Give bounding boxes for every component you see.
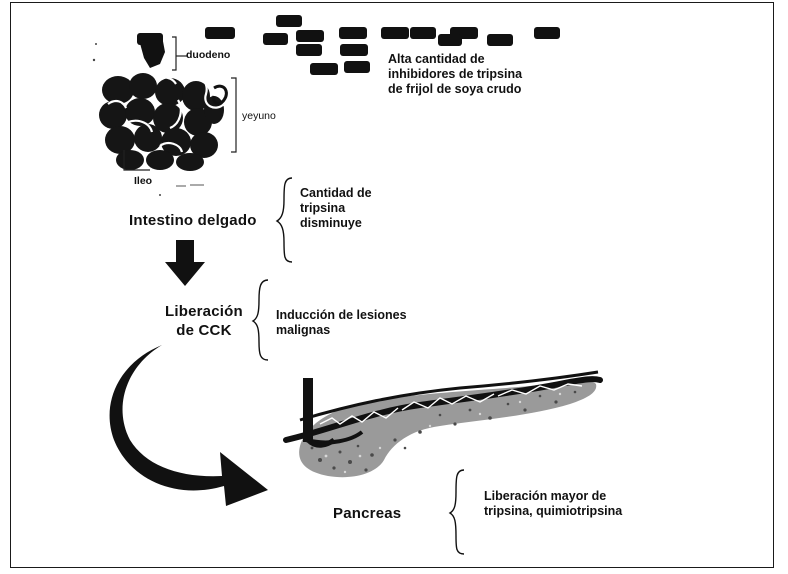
mayor-text: Liberación mayor de tripsina, quimiotrip… (484, 489, 622, 519)
induccion-line-1: Inducción de lesiones (276, 308, 407, 322)
figure-frame (10, 2, 774, 568)
tripsina-line-3: disminuye (300, 216, 362, 230)
liberacion-line-2: de CCK (176, 322, 232, 339)
induccion-text: Inducción de lesiones malignas (276, 308, 407, 338)
inhibitors-line-2: inhibidores de tripsina (388, 67, 523, 81)
pancreas-illustration (283, 370, 603, 478)
duodeno-label: duodeno (186, 49, 231, 61)
yeyuno-label: yeyuno (242, 110, 276, 122)
liberacion-cck-label: Liberación de CCK (165, 302, 243, 340)
ileo-label: Ileo (134, 175, 153, 187)
curved-arrow-icon (109, 345, 269, 506)
mayor-line-2: tripsina, quimiotripsina (484, 504, 623, 518)
trypsin-inhibitor-molecules (205, 15, 560, 75)
inhibitors-line-3: de frijol de soya crudo (388, 82, 522, 96)
inhibitors-line-1: Alta cantidad de (388, 52, 485, 66)
induccion-bracket (251, 279, 269, 361)
inhibitors-text: Alta cantidad de inhibidores de tripsina… (388, 52, 522, 97)
tripsina-line-2: tripsina (300, 201, 346, 215)
mayor-line-1: Liberación mayor de (484, 489, 607, 503)
small-intestine-illustration (92, 33, 237, 196)
mayor-bracket (448, 469, 465, 555)
tripsina-text: Cantidad de tripsina disminuye (300, 186, 372, 231)
pancreas-label: Pancreas (333, 505, 402, 522)
induccion-line-2: malignas (276, 323, 331, 337)
liberacion-line-1: Liberación (165, 303, 243, 320)
tripsina-line-1: Cantidad de (300, 186, 372, 200)
intestino-delgado-label: Intestino delgado (129, 212, 257, 229)
down-arrow-icon (165, 240, 205, 286)
tripsina-bracket (275, 177, 293, 263)
